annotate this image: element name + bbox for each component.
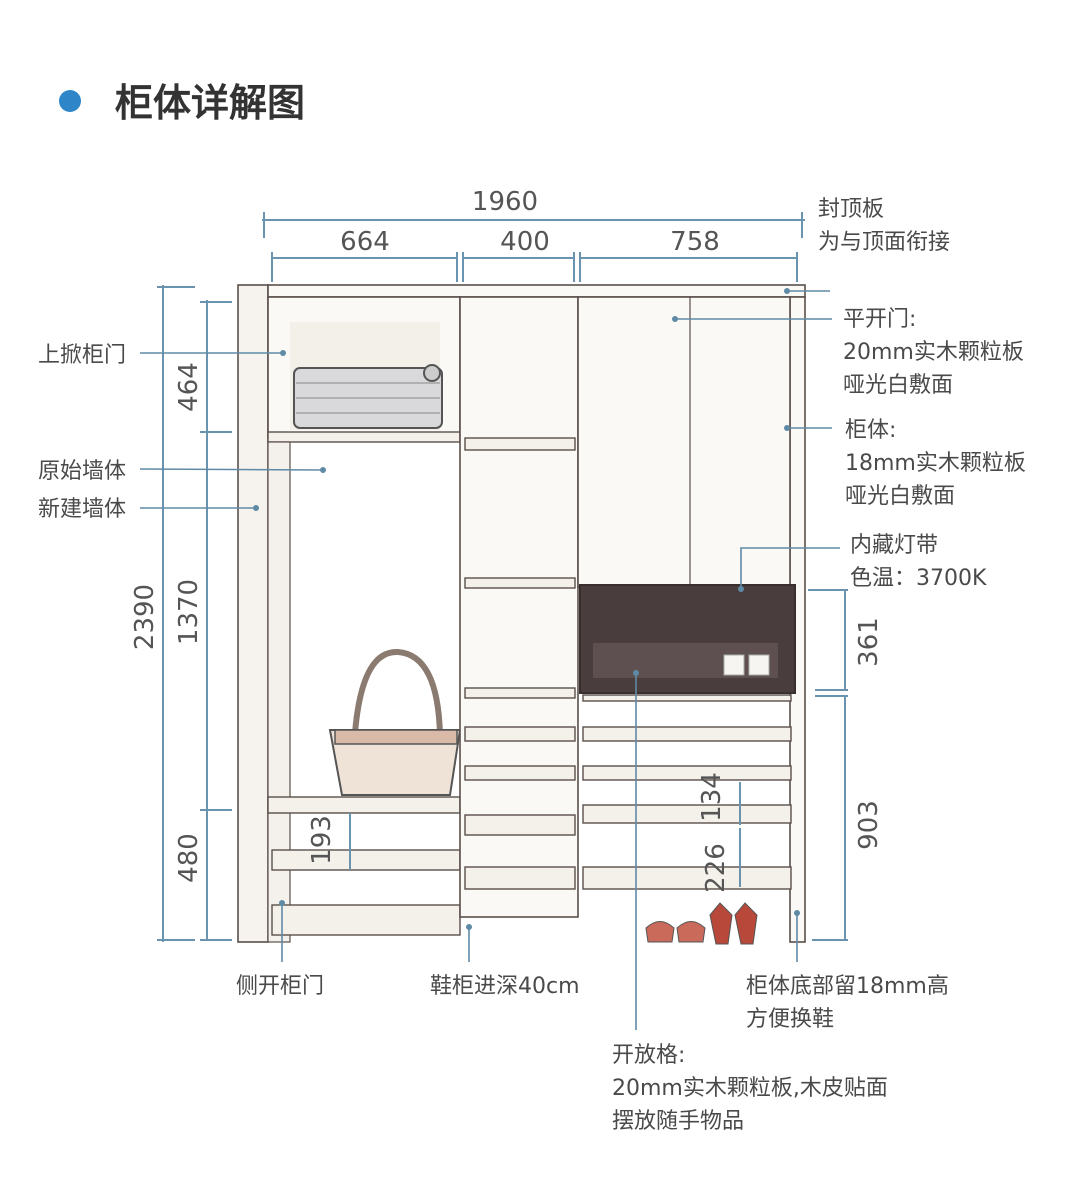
svg-text:20mm实木颗粒板: 20mm实木颗粒板 [843, 340, 1024, 365]
svg-text:361: 361 [854, 617, 884, 667]
callout-original-wall: 原始墙体 [38, 459, 326, 484]
shelf [271, 849, 461, 871]
dimension-inner: 193 134 226 [307, 772, 741, 893]
svg-text:摆放随手物品: 摆放随手物品 [612, 1109, 744, 1134]
svg-text:柜体底部留18mm高: 柜体底部留18mm高 [746, 974, 949, 999]
shelf [267, 431, 461, 443]
middle-shelves [464, 437, 576, 890]
new-wall [237, 284, 269, 943]
side-door [267, 441, 291, 943]
svg-text:1370: 1370 [174, 579, 204, 645]
callout-bottom-gap: 柜体底部留18mm高 方便换鞋 [746, 910, 949, 1032]
svg-text:903: 903 [854, 800, 884, 850]
svg-text:方便换鞋: 方便换鞋 [746, 1007, 834, 1032]
open-cell-back [593, 643, 778, 678]
right-shelves [582, 694, 792, 890]
svg-text:哑光白敷面: 哑光白敷面 [843, 373, 953, 398]
svg-text:原始墙体: 原始墙体 [38, 459, 126, 484]
svg-text:开放格:: 开放格: [612, 1043, 685, 1068]
svg-text:柜体:: 柜体: [845, 418, 896, 443]
callout-cabinet-body: 柜体: 18mm实木颗粒板 哑光白敷面 [784, 418, 1026, 509]
suitcase-icon [293, 364, 443, 429]
svg-text:哑光白敷面: 哑光白敷面 [845, 484, 955, 509]
bench-shelf [267, 796, 461, 814]
handbag-icon [328, 649, 462, 796]
callout-swing-door: 平开门: 20mm实木颗粒板 哑光白敷面 [672, 307, 1024, 398]
callout-shoe-depth: 鞋柜进深40cm [430, 924, 580, 999]
svg-text:18mm实木颗粒板: 18mm实木颗粒板 [845, 451, 1026, 476]
svg-text:758: 758 [670, 227, 720, 257]
svg-text:193: 193 [307, 815, 337, 865]
swing-door [577, 296, 791, 588]
shoes-icon [645, 902, 758, 945]
svg-text:20mm实木颗粒板,木皮贴面: 20mm实木颗粒板,木皮贴面 [612, 1076, 888, 1101]
svg-text:平开门:: 平开门: [843, 307, 916, 332]
svg-text:封顶板: 封顶板 [818, 197, 884, 222]
svg-text:664: 664 [340, 227, 390, 257]
svg-text:1960: 1960 [472, 187, 538, 217]
svg-text:为与顶面衔接: 为与顶面衔接 [818, 230, 950, 255]
svg-text:226: 226 [701, 843, 731, 893]
svg-text:内藏灯带: 内藏灯带 [850, 533, 938, 558]
dimension-total-width: 1960 [262, 187, 805, 238]
svg-text:新建墙体: 新建墙体 [38, 497, 126, 522]
svg-text:480: 480 [174, 833, 204, 883]
shelf [271, 904, 461, 936]
svg-text:400: 400 [500, 227, 550, 257]
svg-text:134: 134 [697, 772, 727, 822]
dimension-heights-left: 2390 464 1370 480 [130, 285, 232, 942]
svg-text:侧开柜门: 侧开柜门 [236, 974, 324, 999]
middle-column [459, 296, 579, 918]
dimension-widths: 664 400 758 [271, 227, 798, 282]
svg-text:2390: 2390 [130, 584, 160, 650]
title-bullet-icon [59, 90, 81, 112]
callout-flip-door: 上掀柜门 [38, 343, 286, 368]
callout-side-door: 侧开柜门 [236, 900, 324, 999]
callout-new-wall: 新建墙体 [38, 497, 259, 522]
callout-led-strip: 内藏灯带 色温：3700K [738, 533, 987, 592]
svg-text:464: 464 [174, 362, 204, 412]
callout-top-board: 封顶板 为与顶面衔接 [784, 197, 950, 294]
svg-text:鞋柜进深40cm: 鞋柜进深40cm [430, 974, 580, 999]
page-title: 柜体详解图 [115, 81, 305, 125]
svg-text:上掀柜门: 上掀柜门 [38, 343, 126, 368]
svg-text:色温：3700K: 色温：3700K [850, 566, 987, 591]
dimension-heights-right: 361 903 [808, 589, 884, 941]
top-board [267, 284, 806, 298]
power-socket-icon [723, 654, 770, 676]
callout-open-cell: 开放格: 20mm实木颗粒板,木皮贴面 摆放随手物品 [612, 670, 888, 1134]
